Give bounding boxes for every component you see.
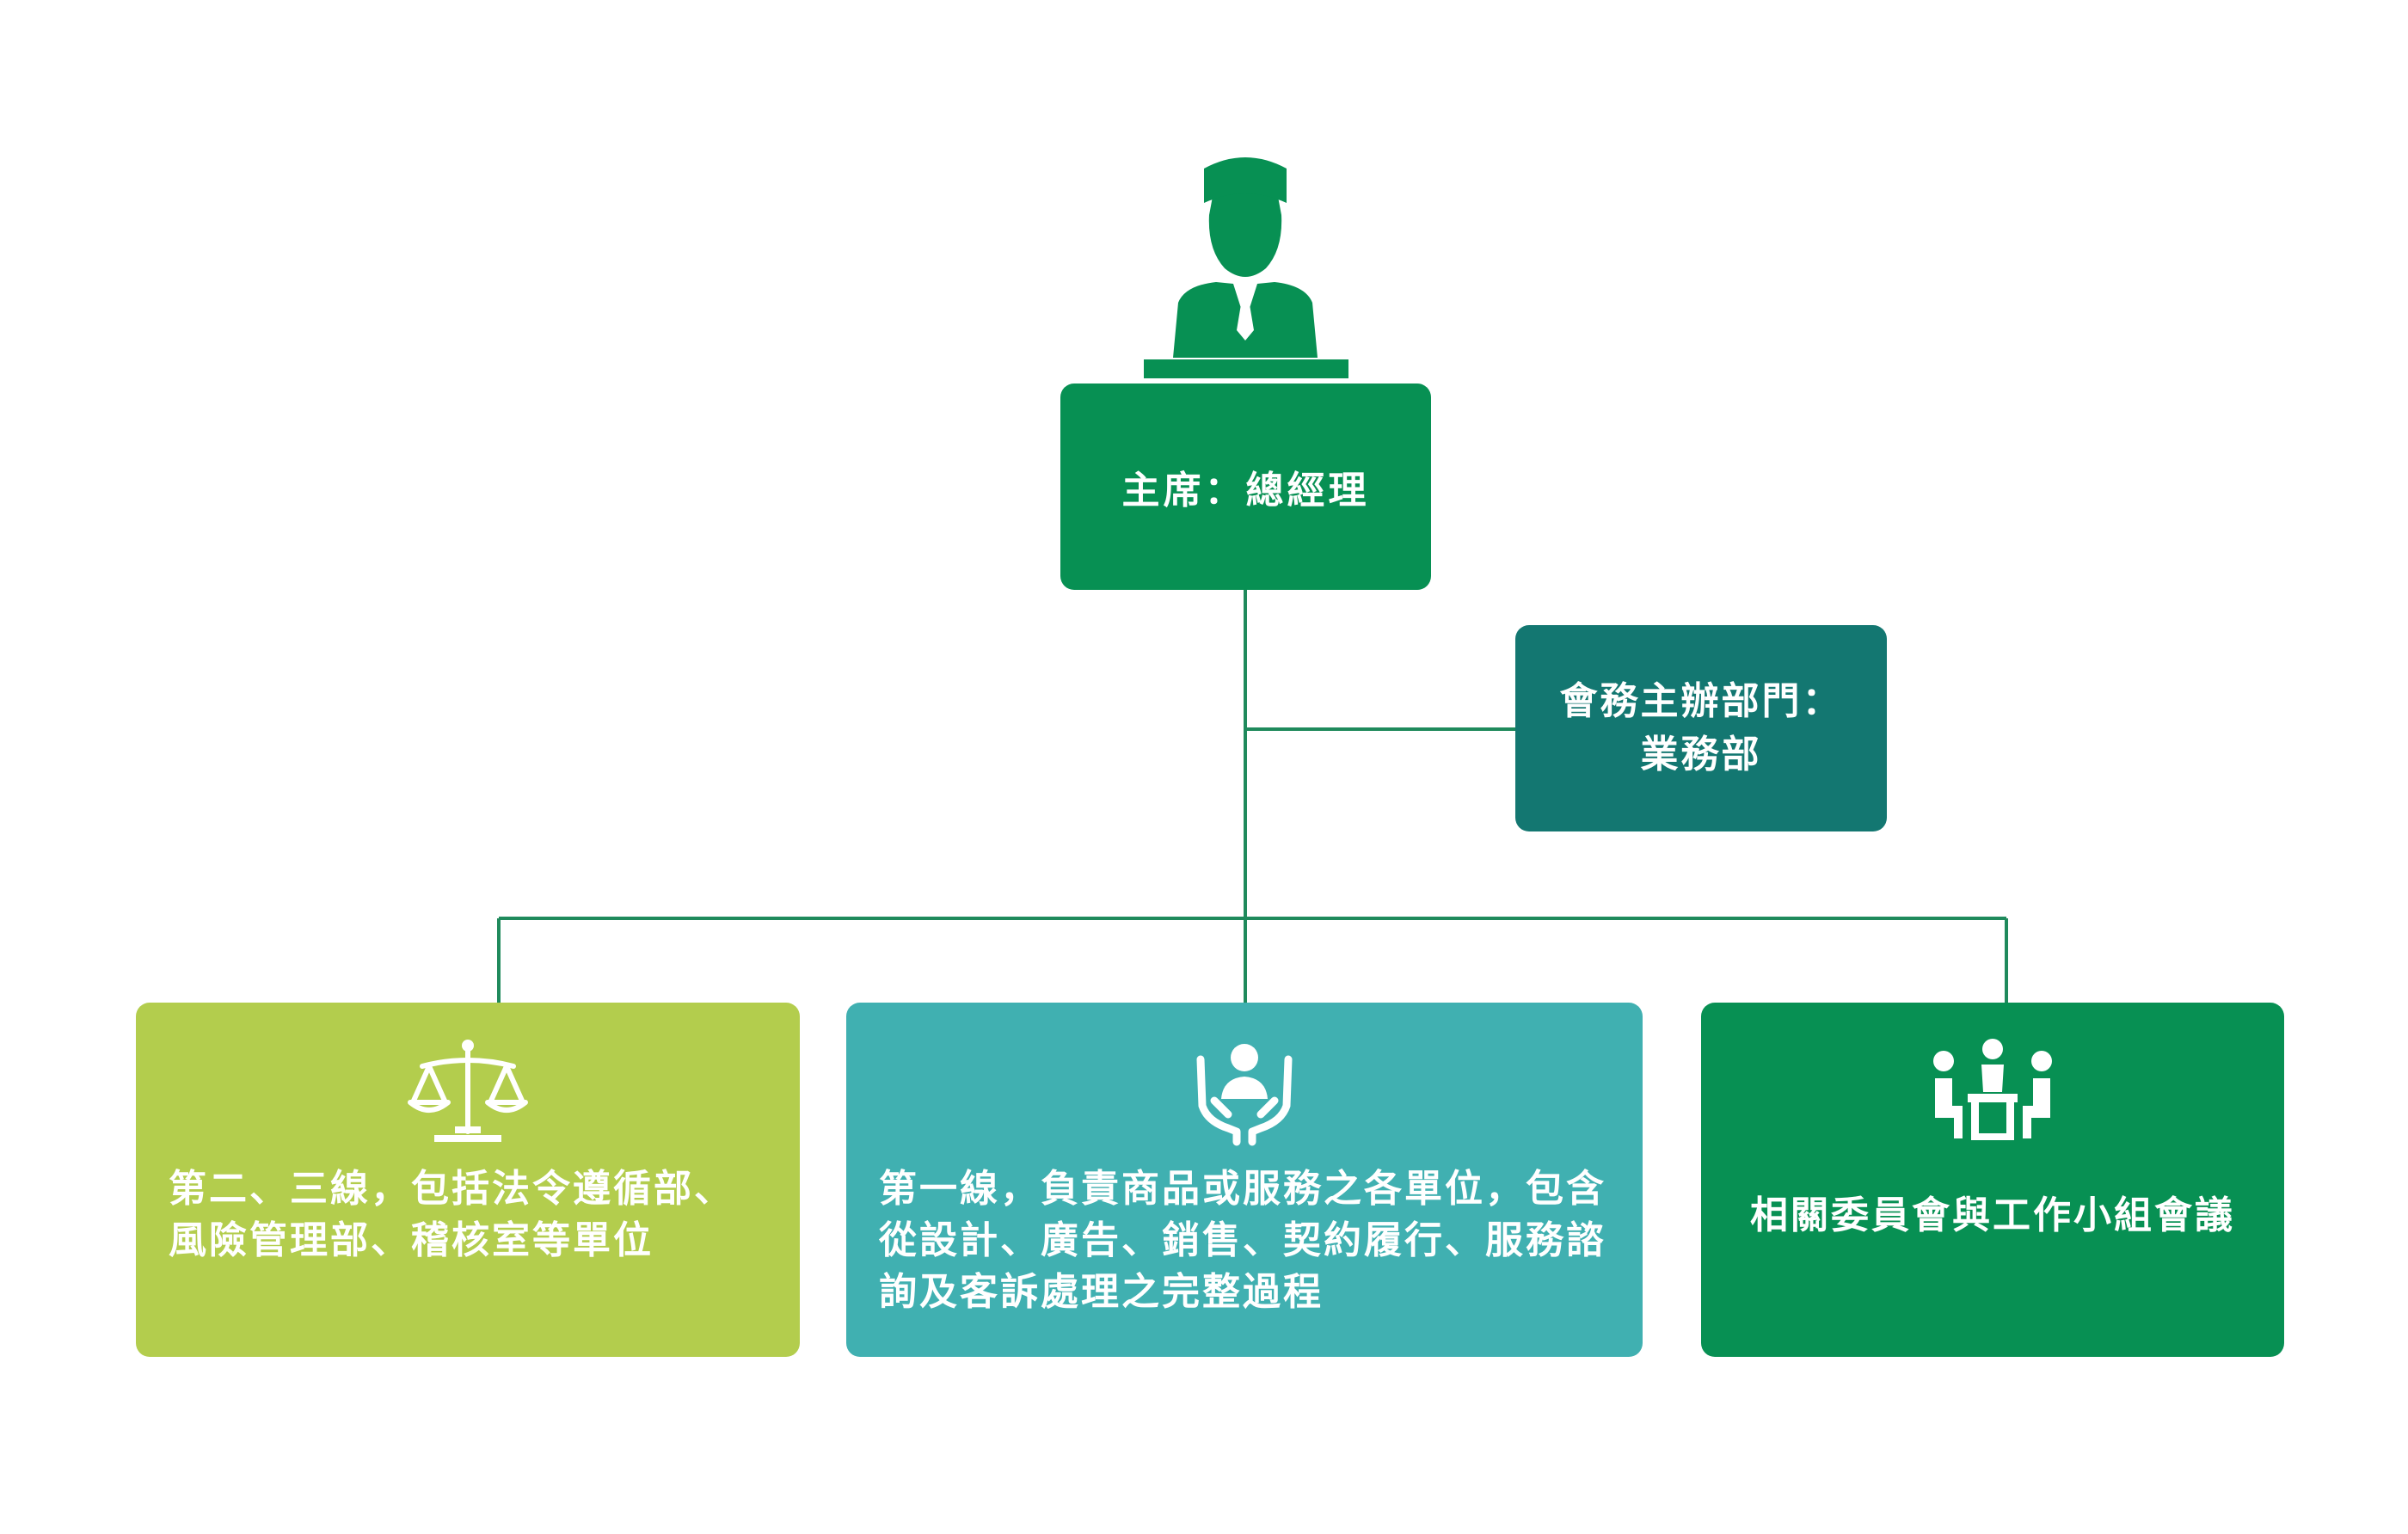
unit-text-second-third-line: 第二、三線，包括法令遵循部、風險管理部、稽核室等單位 bbox=[169, 1167, 734, 1262]
unit-text-first-line: 第一線，負責商品或服務之各單位，包含從設計、廣告、銷售、契約履行、服務諮詢及客訴… bbox=[879, 1167, 1606, 1314]
unit-box-committees: 相關委員會與工作小組會議 bbox=[1701, 1003, 2284, 1357]
unit-box-first-line: 第一線，負責商品或服務之各單位，包含從設計、廣告、銷售、契約履行、服務諮詢及客訴… bbox=[846, 1003, 1643, 1357]
meeting-table-icon bbox=[1933, 1039, 2052, 1140]
secretariat-department: 業務部 bbox=[1640, 733, 1762, 776]
scales-of-justice-icon bbox=[408, 1040, 528, 1142]
secretariat-box: 會務主辦部門： 業務部 bbox=[1515, 625, 1887, 831]
unit-box-second-third-line: 第二、三線，包括法令遵循部、風險管理部、稽核室等單位 bbox=[136, 1003, 800, 1357]
secretariat-title: 會務主辦部門： bbox=[1559, 679, 1843, 723]
unit-text-committees: 相關委員會與工作小組會議 bbox=[1750, 1193, 2235, 1237]
chairman-at-podium-icon bbox=[1144, 157, 1348, 378]
chair-label: 主席：總經理 bbox=[1121, 469, 1370, 512]
chair-box: 主席：總經理 bbox=[1060, 384, 1431, 590]
hands-holding-person-icon bbox=[1196, 1044, 1293, 1146]
